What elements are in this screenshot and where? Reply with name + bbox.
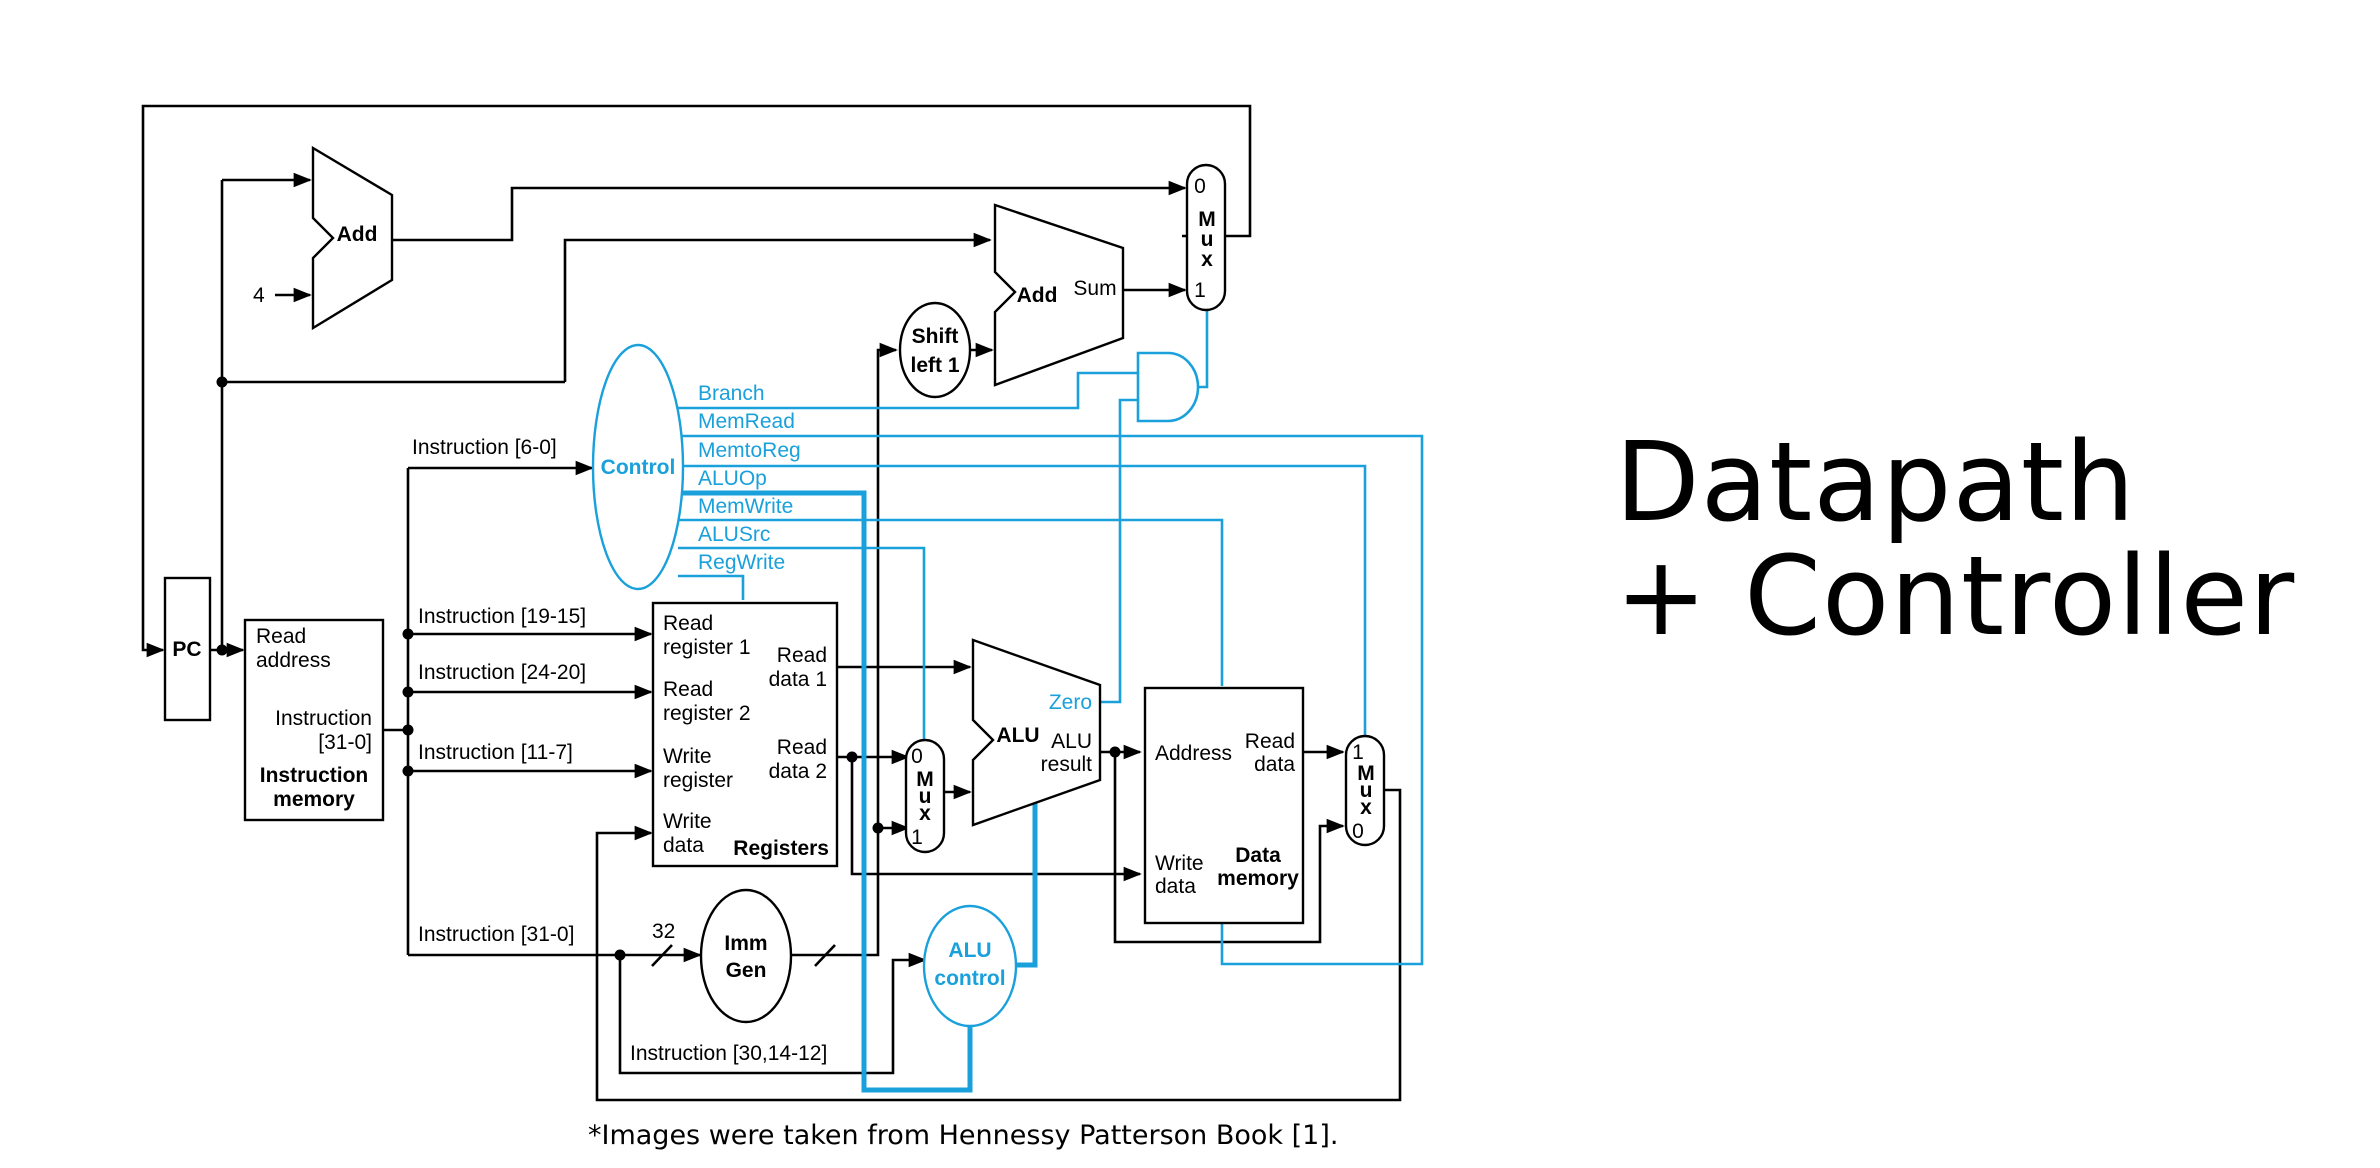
imem-read-address-1: Read	[256, 625, 306, 648]
register-file: Read register 1 Read register 2 Write re…	[651, 601, 839, 868]
wb-mux-m: M	[1357, 762, 1375, 785]
shift-left-label-1: Shift	[912, 325, 959, 348]
reg-read-data-1a: Read	[777, 644, 827, 667]
pc-adder-label: Add	[337, 223, 378, 246]
pc-mux-x: x	[1201, 248, 1213, 271]
reg-read-register-1b: register 1	[663, 636, 751, 659]
signal-regwrite: RegWrite	[698, 551, 785, 574]
signal-memtoreg: MemtoReg	[698, 439, 801, 462]
alu-control-unit: ALU control	[922, 904, 1018, 1028]
branch-adder: Add Sum	[993, 203, 1125, 387]
alu-control-label-1: ALU	[948, 939, 991, 962]
wb-mux-x: x	[1360, 796, 1372, 819]
imm-gen-unit: Imm Gen	[699, 888, 793, 1024]
pc-adder: Add	[311, 145, 394, 331]
label-rs2: Instruction [24-20]	[418, 661, 586, 684]
control-label: Control	[601, 456, 676, 479]
alusrc-mux-in0: 0	[911, 745, 923, 768]
alusrc-mux-u: u	[919, 785, 932, 808]
wb-mux-u: u	[1360, 779, 1373, 802]
dmem-read-data-1: Read	[1245, 730, 1295, 753]
imm-gen-label-2: Gen	[726, 959, 767, 982]
instruction-field-labels: Instruction [6-0] Instruction [19-15] In…	[412, 436, 827, 1065]
imem-name-2: memory	[273, 788, 355, 811]
reg-write-register-a: Write	[663, 745, 712, 768]
imem-instruction-1: Instruction	[275, 707, 372, 730]
dmem-name-1: Data	[1235, 844, 1281, 867]
alu-zero-label: Zero	[1049, 691, 1092, 714]
control-unit: Control	[591, 343, 685, 591]
alu-control-label-2: control	[934, 967, 1005, 990]
reg-read-data-1b: data 1	[769, 668, 827, 691]
pc-mux-in1: 1	[1194, 279, 1206, 302]
reg-write-register-b: register	[663, 769, 733, 792]
imem-instruction-2: [31-0]	[318, 731, 372, 754]
alusrc-mux-in1: 1	[911, 826, 923, 849]
reg-name: Registers	[733, 837, 829, 860]
pc-mux-u: u	[1201, 228, 1214, 251]
shift-left-label-2: left 1	[910, 354, 959, 377]
reg-read-register-1a: Read	[663, 612, 713, 635]
reg-write-data-a: Write	[663, 810, 712, 833]
slide-title-line-2: + Controller	[1615, 532, 2296, 660]
dmem-write-data-2: data	[1155, 875, 1196, 898]
data-memory: Address Read data Write data Data memory	[1143, 686, 1305, 925]
imem-read-address-2: address	[256, 649, 331, 672]
alu-label: ALU	[996, 724, 1039, 747]
constant-four: 4	[253, 284, 265, 307]
program-counter: PC	[163, 576, 212, 722]
control-signal-labels: Branch MemRead MemtoReg ALUOp MemWrite A…	[698, 382, 801, 574]
dmem-read-data-2: data	[1254, 753, 1295, 776]
reg-read-data-2b: data 2	[769, 760, 827, 783]
signal-alusrc: ALUSrc	[698, 523, 770, 546]
pc-mux-m: M	[1198, 208, 1216, 231]
pc-label: PC	[172, 638, 201, 661]
pc-mux-in0: 0	[1194, 175, 1206, 198]
label-rd: Instruction [11-7]	[418, 741, 573, 764]
image-credit-caption: *Images were taken from Hennessy Patters…	[588, 1120, 1339, 1151]
branch-adder-sum-label: Sum	[1073, 277, 1116, 300]
writeback-mux: 1 M u x 0	[1344, 734, 1386, 847]
datapath-wires	[141, 104, 1402, 1102]
reg-read-register-2b: register 2	[663, 702, 751, 725]
label-funct: Instruction [30,14-12]	[630, 1042, 827, 1065]
alu-result-label-1: ALU	[1051, 730, 1092, 753]
reg-read-data-2a: Read	[777, 736, 827, 759]
signal-memread: MemRead	[698, 410, 795, 433]
alusrc-mux-m: M	[916, 768, 934, 791]
imm-width-label: 32	[652, 920, 675, 943]
reg-write-data-b: data	[663, 834, 704, 857]
pc-mux: 0 M u x 1	[1185, 163, 1227, 312]
wb-mux-in1: 1	[1352, 741, 1364, 764]
alu: ALU Zero ALU result	[971, 638, 1102, 827]
label-full-instruction: Instruction [31-0]	[418, 923, 574, 946]
datapath-diagram: PC Add 4 Add Sum Shift left 1 0 M u x 1 …	[141, 104, 1424, 1102]
shift-left-unit: Shift left 1	[898, 301, 972, 399]
wb-mux-in0: 0	[1352, 820, 1364, 843]
imm-gen-label-1: Imm	[724, 932, 767, 955]
label-opcode: Instruction [6-0]	[412, 436, 557, 459]
signal-memwrite: MemWrite	[698, 495, 793, 518]
branch-adder-label: Add	[1017, 284, 1058, 307]
alu-result-label-2: result	[1041, 753, 1093, 776]
label-rs1: Instruction [19-15]	[418, 605, 586, 628]
alu-src-mux: 0 M u x 1	[904, 738, 946, 854]
control-wires	[678, 310, 1424, 1093]
dmem-address-label: Address	[1155, 742, 1232, 765]
branch-and-gate	[1136, 351, 1200, 423]
alusrc-mux-x: x	[919, 802, 931, 825]
instruction-memory: Read address Instruction [31-0] Instruct…	[243, 618, 385, 822]
imem-name-1: Instruction	[260, 764, 369, 787]
dmem-write-data-1: Write	[1155, 852, 1204, 875]
signal-aluop: ALUOp	[698, 467, 767, 490]
slide-title-line-1: Datapath	[1615, 418, 2136, 546]
dmem-name-2: memory	[1217, 867, 1299, 890]
reg-read-register-2a: Read	[663, 678, 713, 701]
signal-branch: Branch	[698, 382, 765, 405]
